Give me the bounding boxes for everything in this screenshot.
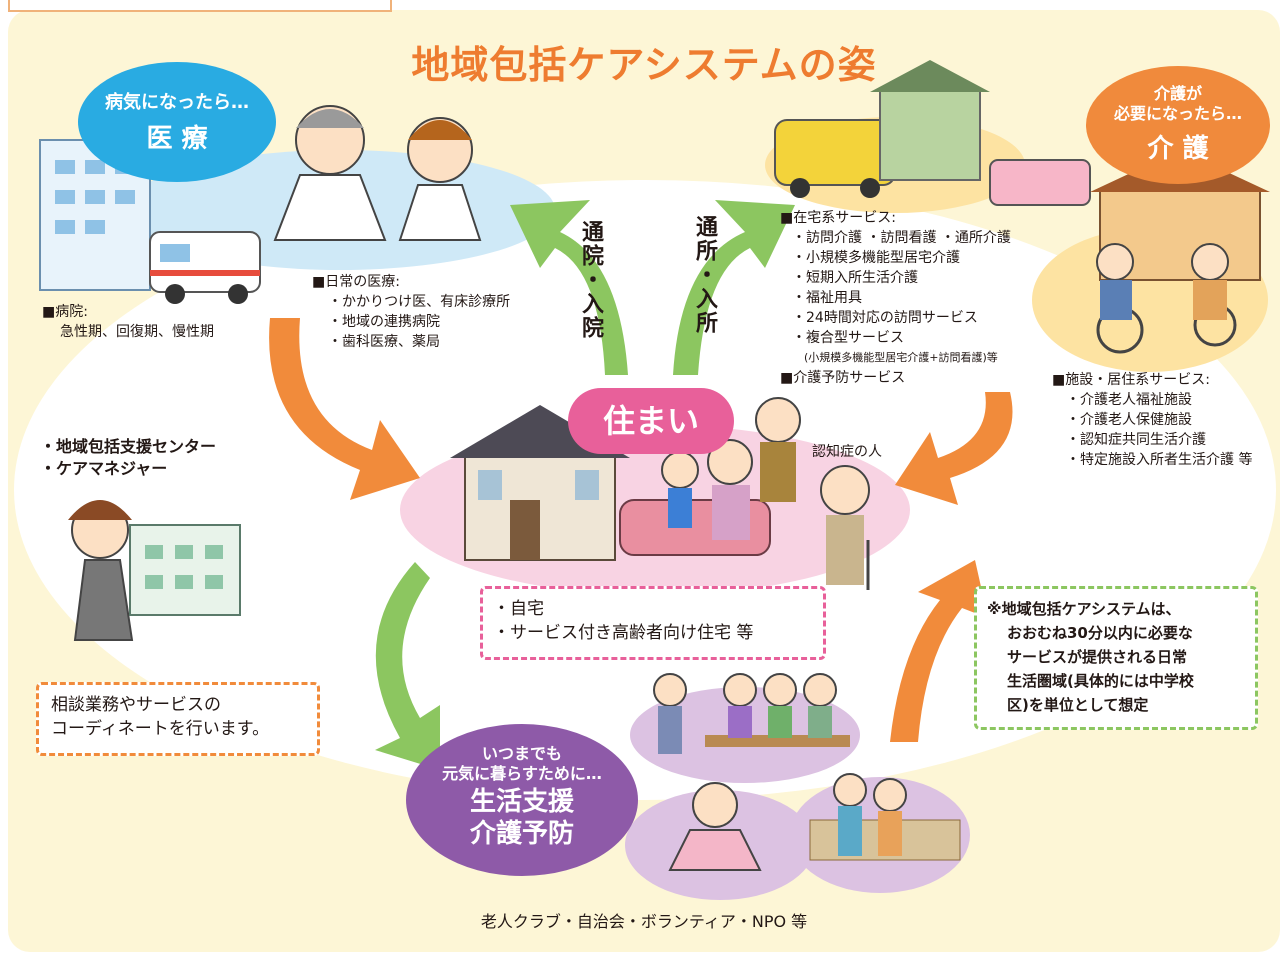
daily-item: ・地域の連携病院	[328, 314, 440, 330]
nurse-icon	[398, 117, 482, 241]
homecare-item: ・小規模多機能型居宅介護	[792, 250, 960, 266]
support-note-box: 相談業務やサービスの コーディネートを行います。	[36, 682, 320, 756]
daily-item: ・かかりつけ医、有床診療所	[328, 294, 511, 310]
daycare-arrow	[673, 200, 795, 375]
dementia-label: 認知症の人	[812, 444, 882, 460]
support-note-line: 相談業務やサービスの	[51, 695, 221, 715]
wheelchair-icon	[1096, 243, 1237, 354]
life-to-home-arrow	[890, 560, 988, 742]
care-main: 介 護	[1147, 134, 1209, 164]
hospital-item: 急性期、回復期、慢性期	[60, 324, 214, 340]
life-sub: いつまでも	[481, 744, 562, 763]
seniors-bench-icon	[653, 673, 850, 754]
doctor-icon	[273, 105, 387, 241]
homecare-item: ・福祉用具	[792, 290, 862, 306]
homecare-note: (小規模多機能型居宅介護+訪問看護)等	[804, 351, 998, 364]
facility-item: ・介護老人保健施設	[1066, 412, 1192, 428]
care-sub1: 介護が	[1153, 84, 1202, 103]
footnote-line: ※地域包括ケアシステムは、	[987, 600, 1181, 618]
facility-head: ■施設・居住系サービス:	[1052, 372, 1210, 388]
facility-item: ・特定施設入所者生活介護 等	[1066, 452, 1253, 468]
hospital-arrow-label: 通院・入院	[578, 220, 603, 340]
housing-item: ・自宅	[493, 599, 544, 619]
housing-bubble: 住まい	[568, 388, 734, 454]
support-note-line: コーディネートを行います。	[51, 719, 270, 739]
daily-item: ・歯科医療、薬局	[328, 334, 440, 350]
care-sub2: 必要になったら…	[1113, 104, 1242, 123]
homecare-item: ・24時間対応の訪問サービス	[792, 310, 978, 326]
care-house-icon	[870, 60, 990, 181]
life-support-bubble: いつまでも 元気に暮らすために… 生活支援 介護予防	[406, 724, 638, 876]
homecare-item: ・短期入所生活介護	[792, 270, 918, 286]
hospital-arrow	[510, 200, 628, 375]
facility-item: ・介護老人福祉施設	[1066, 392, 1192, 408]
footnote-line: おおむね30分以内に必要な	[1007, 624, 1193, 642]
housing-box: ・自宅 ・サービス付き高齢者向け住宅 等	[480, 586, 826, 660]
care-van-icon	[774, 119, 896, 198]
care-to-home-arrow	[895, 392, 1013, 505]
homecare-head: ■在宅系サービス:	[780, 210, 896, 226]
exercise-senior-icon	[668, 782, 762, 871]
family-icon	[661, 397, 801, 540]
homecare-item: ・訪問介護 ・訪問看護 ・通所介護	[792, 230, 1011, 246]
facility-text: ■施設・居住系サービス: ・介護老人福祉施設 ・介護老人保健施設 ・認知症共同生…	[1052, 370, 1252, 470]
homecare-item: ・複合型サービス	[792, 330, 904, 346]
page-title: 地域包括ケアシステムの姿	[411, 43, 877, 87]
hospital-text: ■病院: 急性期、回復期、慢性期	[42, 302, 214, 342]
support-item: ・ケアマネジャー	[40, 459, 168, 478]
community-label: 老人クラブ・自治会・ボランティア・NPO 等	[480, 912, 808, 931]
footnote-line: 区)を単位として想定	[1007, 696, 1149, 714]
support-center-text: ・地域包括支援センター ・ケアマネジャー	[40, 436, 216, 480]
medical-main: 医 療	[146, 124, 208, 154]
daycare-arrow-label: 通所・入所	[692, 215, 717, 335]
hospital-head: ■病院:	[42, 304, 88, 320]
housing-label: 住まい	[602, 402, 699, 440]
housing-item: ・サービス付き高齢者向け住宅 等	[493, 623, 754, 643]
top-tab-outline	[8, 0, 392, 12]
life-main: 介護予防	[469, 819, 574, 849]
life-sub: 元気に暮らすために…	[442, 764, 602, 783]
support-item: ・地域包括支援センター	[40, 437, 217, 456]
facility-item: ・認知症共同生活介護	[1066, 432, 1206, 448]
life-support-arrow	[375, 562, 440, 770]
homecare-text: ■在宅系サービス: ・訪問介護 ・訪問看護 ・通所介護 ・小規模多機能型居宅介護…	[780, 208, 1011, 388]
center-building-icon	[129, 524, 241, 616]
footnote-line: 生活圏域(具体的には中学校	[1007, 672, 1194, 690]
care-bubble: 介護が 必要になったら… 介 護	[1086, 66, 1270, 184]
dementia-person-icon	[820, 465, 870, 590]
bathtub-icon	[989, 159, 1091, 206]
life-main: 生活支援	[469, 787, 574, 817]
medical-to-home-arrow	[269, 318, 420, 500]
care-manager-icon	[68, 500, 134, 641]
footnote-box: ※地域包括ケアシステムは、 おおむね30分以内に必要な サービスが提供される日常…	[974, 586, 1258, 730]
medical-sub: 病気になったら…	[105, 92, 249, 113]
footnote-line: サービスが提供される日常	[1007, 648, 1188, 666]
daily-head: ■日常の医療:	[312, 274, 400, 290]
prevention-head: ■介護予防サービス	[780, 370, 906, 386]
medical-bubble: 病気になったら… 医 療	[78, 62, 276, 182]
ambulance-icon	[149, 231, 261, 304]
daily-medical-text: ■日常の医療: ・かかりつけ医、有床診療所 ・地域の連携病院 ・歯科医療、薬局	[312, 272, 510, 352]
walking-helper-icon	[809, 773, 961, 861]
